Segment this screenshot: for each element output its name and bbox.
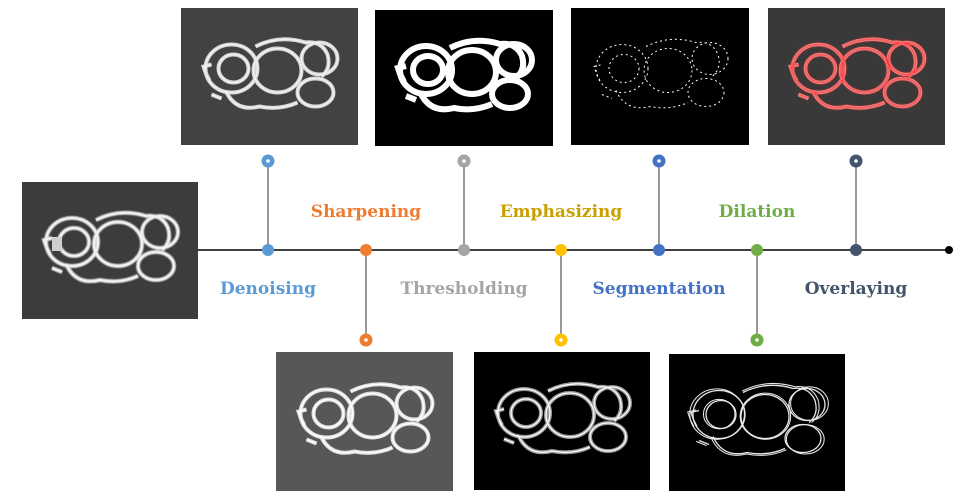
branch-node-center: [854, 159, 858, 163]
timeline-node: [360, 244, 372, 256]
step-label: Emphasizing: [500, 202, 623, 222]
branch-node-center: [755, 338, 759, 342]
branch-node-center: [364, 338, 368, 342]
step-image-noisy: [181, 8, 358, 145]
step-image-overlay: [768, 8, 945, 145]
step-image-emph: [474, 352, 650, 490]
step-sharpening: Sharpening: [276, 202, 453, 491]
timeline-node: [653, 244, 665, 256]
timeline-node: [458, 244, 470, 256]
step-emphasizing: Emphasizing: [474, 202, 650, 490]
step-overlaying: Overlaying: [768, 8, 945, 299]
branch-node-center: [657, 159, 661, 163]
step-denoising: Denoising: [181, 8, 358, 299]
timeline-node: [555, 244, 567, 256]
timeline-node: [751, 244, 763, 256]
timeline-axis: [198, 246, 953, 254]
timeline-node: [262, 244, 274, 256]
timeline-end-dot: [945, 246, 953, 254]
timeline-node: [850, 244, 862, 256]
step-image-binary: [375, 10, 553, 146]
branch-node-center: [266, 159, 270, 163]
step-image-dilate: [669, 354, 845, 491]
step-image-seg: [571, 8, 749, 145]
step-label: Dilation: [719, 202, 796, 222]
branch-node-center: [462, 159, 466, 163]
step-thresholding: Thresholding: [375, 10, 553, 299]
step-label: Denoising: [220, 279, 316, 299]
input-image: [22, 182, 198, 319]
step-segmentation: Segmentation: [571, 8, 749, 299]
step-label: Overlaying: [805, 279, 908, 299]
step-image-sharp: [276, 352, 453, 491]
step-label: Segmentation: [592, 279, 725, 299]
branch-node-center: [559, 338, 563, 342]
step-label: Thresholding: [400, 279, 527, 299]
step-dilation: Dilation: [669, 202, 845, 491]
step-label: Sharpening: [311, 202, 421, 222]
